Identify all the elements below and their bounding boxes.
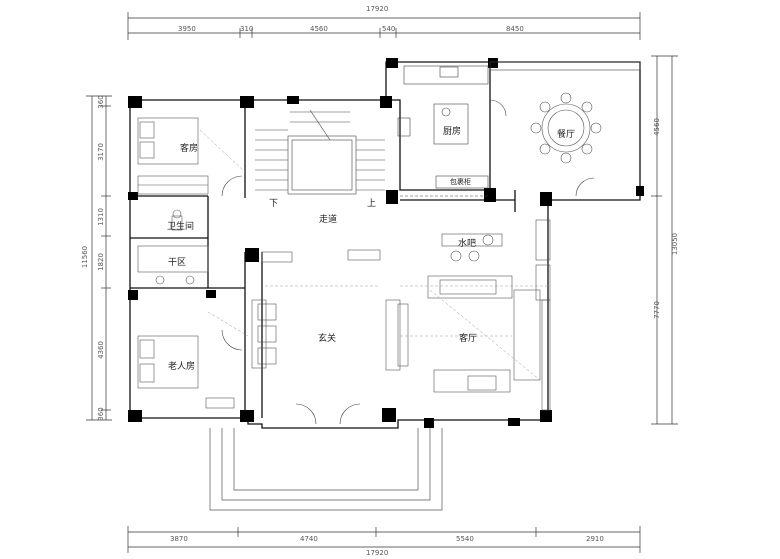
- dim-top-3: 4560: [310, 25, 328, 33]
- dim-left-5: 4360: [97, 341, 105, 359]
- pantry-label: 包裹柜: [450, 178, 471, 186]
- room-kitchen: 厨房: [443, 127, 462, 137]
- dim-right-1: 4560: [653, 118, 661, 136]
- dim-top-4: 540: [382, 25, 396, 33]
- dim-top-total: 17920: [366, 5, 389, 13]
- dim-left-2: 3170: [97, 143, 105, 161]
- room-bathroom: 卫生间: [167, 222, 195, 232]
- room-dry-area: 干区: [168, 258, 187, 268]
- room-elderly: 老人房: [168, 362, 196, 372]
- dim-left-4: 1820: [97, 253, 105, 271]
- stair-up-label: 上: [367, 199, 377, 209]
- room-dining: 餐厅: [557, 130, 576, 140]
- dim-bottom-1: 3870: [170, 535, 188, 543]
- dim-left-6: 360: [97, 407, 105, 421]
- room-living: 客厅: [459, 334, 478, 344]
- dim-bottom-3: 5540: [456, 535, 474, 543]
- dim-left-1: 360: [97, 95, 105, 109]
- dim-bottom-4: 2910: [586, 535, 604, 543]
- room-guest: 客房: [180, 144, 199, 154]
- dim-bottom-total: 17920: [366, 549, 389, 557]
- dim-top-5: 8450: [506, 25, 524, 33]
- water-bar-label: 水吧: [458, 239, 477, 249]
- room-corridor: 走道: [319, 215, 338, 225]
- dim-top-1: 3950: [178, 25, 196, 33]
- dim-left-3: 1310: [97, 208, 105, 226]
- stair-down-label: 下: [269, 199, 279, 209]
- dim-right-2: 7770: [653, 301, 661, 319]
- room-foyer: 玄关: [318, 334, 337, 344]
- dim-left-total: 11560: [81, 245, 89, 269]
- dim-top-2: 310: [240, 25, 254, 33]
- dim-right-total: 13050: [671, 232, 679, 256]
- dim-bottom-2: 4740: [300, 535, 318, 543]
